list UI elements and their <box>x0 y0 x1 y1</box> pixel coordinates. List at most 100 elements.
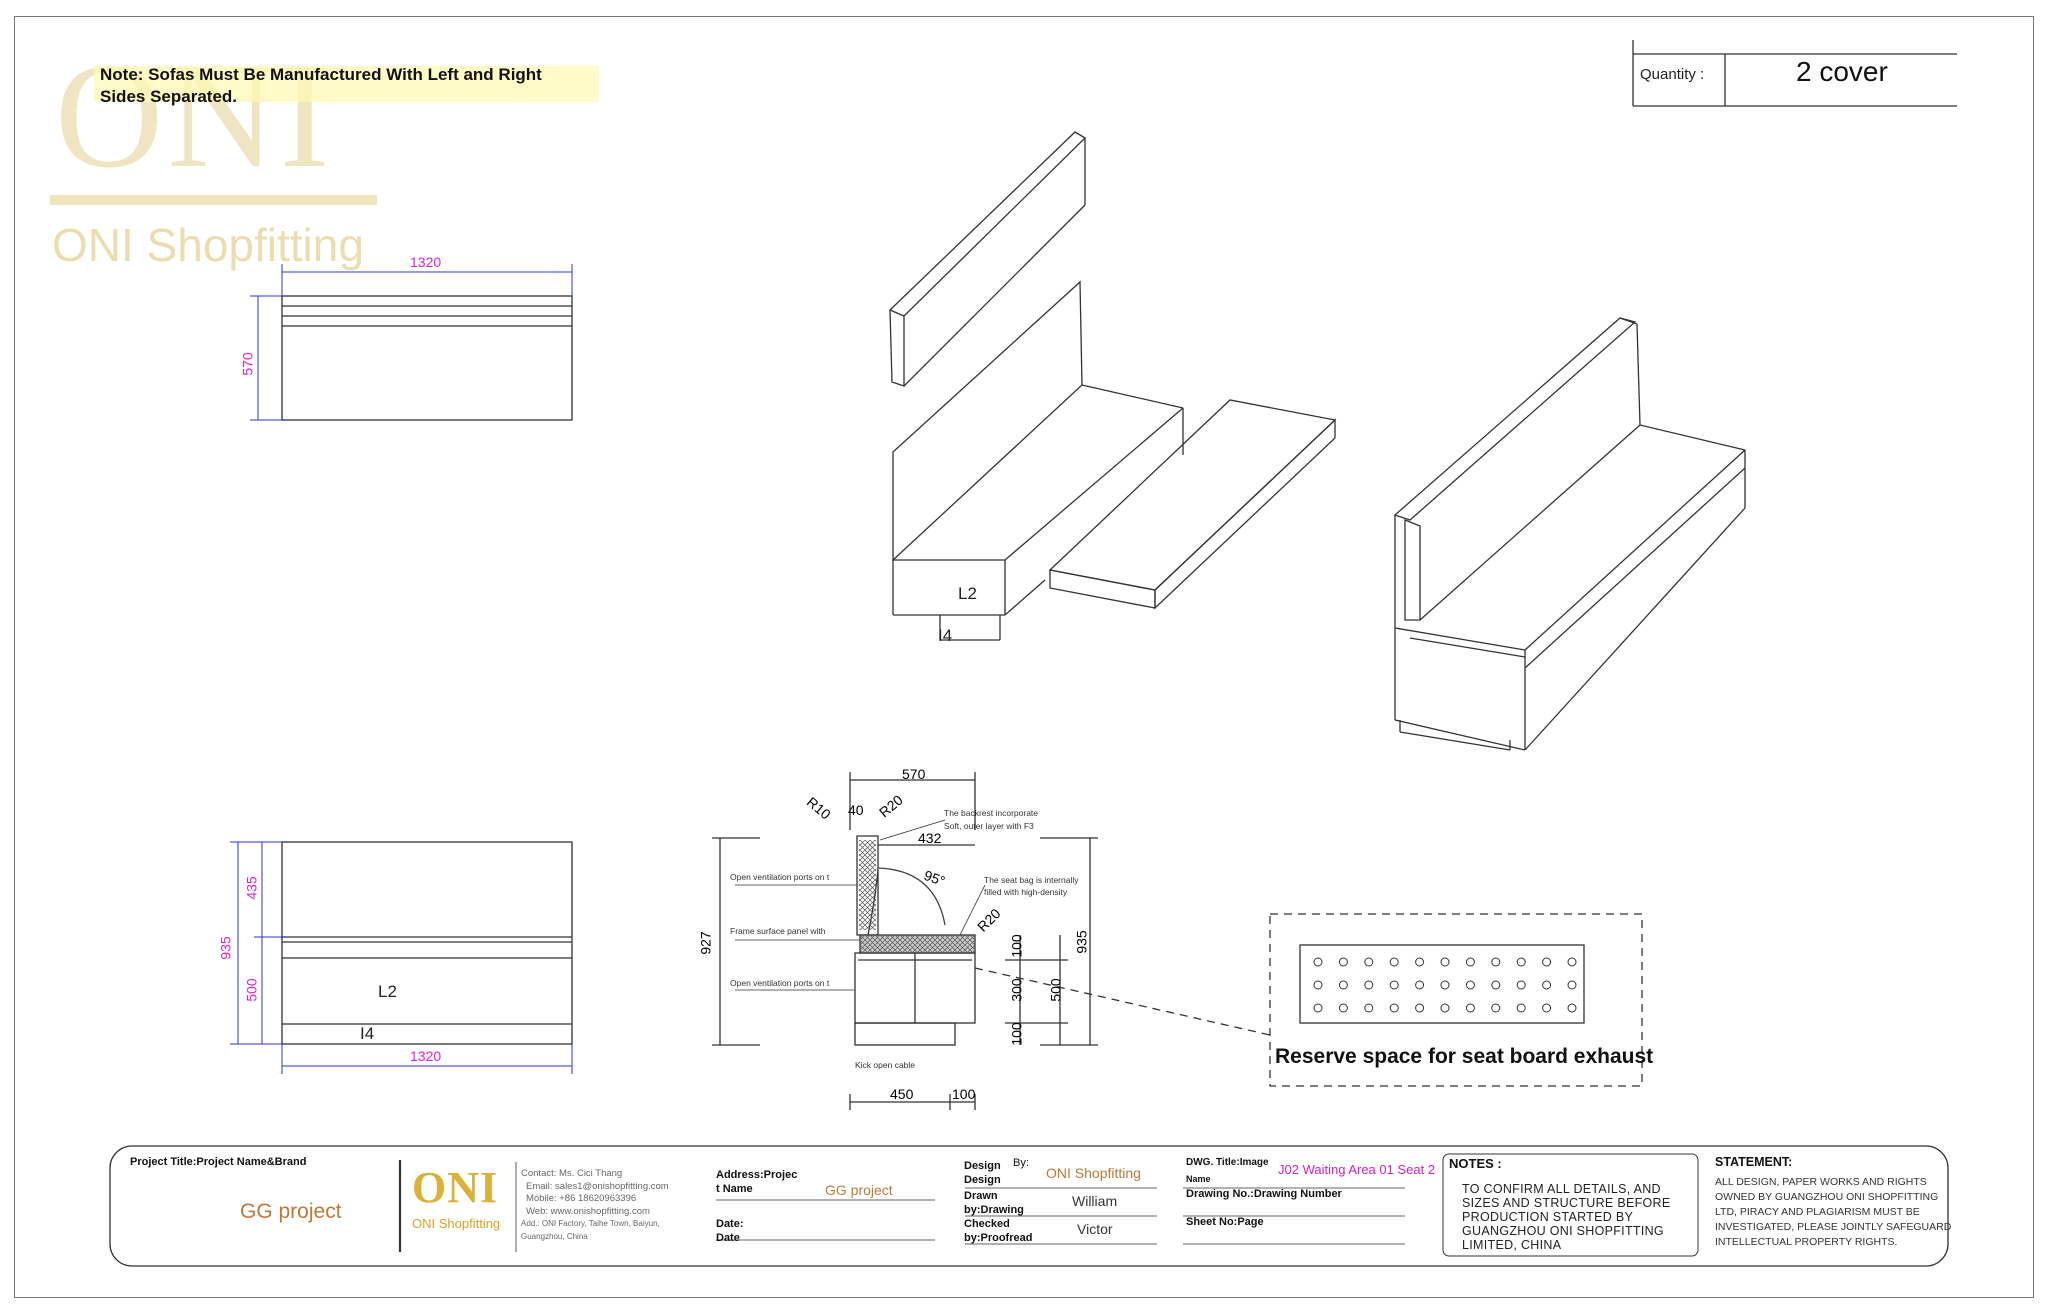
section-top-width: 570 <box>902 766 926 782</box>
front-upper-dim: 435 <box>243 876 260 900</box>
drawing-sheet-border <box>14 16 2034 1298</box>
vent-hole <box>1364 1003 1374 1013</box>
vent-hole <box>1440 1003 1450 1013</box>
section-h300: 300 <box>1008 978 1025 1002</box>
annotation-vent-1: Open ventilation ports on t <box>730 872 830 882</box>
dwg-title-label: DWG. Title:Image <box>1186 1157 1269 1168</box>
vent-hole <box>1313 1003 1323 1013</box>
address-value: GG project <box>825 1182 893 1198</box>
by-label: By: <box>1013 1157 1029 1169</box>
top-depth-dim: 570 <box>239 352 256 376</box>
front-width-dim: 1320 <box>410 1048 442 1064</box>
annotation-kick: Kick open cable <box>855 1060 916 1070</box>
annotation-backrest-2: Soft, outer layer with F3 <box>944 821 1034 831</box>
drawn-label-2: by:Drawing <box>964 1204 1024 1216</box>
manufacturing-note: Note: Sofas Must Be Manufactured With Le… <box>100 65 542 106</box>
vent-hole <box>1415 980 1425 990</box>
statement-body: ALL DESIGN, PAPER WORKS AND RIGHTS OWNED… <box>1715 1176 1952 1248</box>
front-view <box>281 841 573 1045</box>
quantity-value: 2 cover <box>1796 56 1888 87</box>
vent-hole <box>1313 957 1323 967</box>
oni-logo: ONI <box>412 1163 499 1212</box>
vent-hole <box>1389 980 1399 990</box>
vent-hole <box>1567 957 1577 967</box>
section-h500: 500 <box>1047 978 1064 1002</box>
quantity-label: Quantity : <box>1640 66 1705 83</box>
dwg-title-value: J02 Waiting Area 01 Seat 2 <box>1278 1162 1436 1177</box>
vent-hole <box>1491 1003 1501 1013</box>
vent-hole <box>1542 980 1552 990</box>
top-width-dim: 1320 <box>410 254 442 270</box>
vent-hole <box>1338 980 1348 990</box>
drawing-no-label: Drawing No.:Drawing Number <box>1186 1188 1342 1200</box>
checked-label-2: by:Proofread <box>964 1232 1033 1244</box>
checked-label: Checked <box>964 1218 1010 1230</box>
vent-plate <box>1299 944 1585 1024</box>
top-view <box>281 295 573 421</box>
watermark-name: ONI Shopfitting <box>52 219 364 271</box>
vent-hole <box>1516 980 1526 990</box>
annotation-seatbag-2: filled with high-density <box>984 887 1068 897</box>
vent-hole <box>1415 957 1425 967</box>
vent-hole <box>1542 1003 1552 1013</box>
notes-title: NOTES : <box>1449 1156 1502 1171</box>
address-label-2: t Name <box>716 1183 753 1195</box>
watermark-logo: ONI <box>55 33 334 199</box>
section-d40: 40 <box>848 802 864 818</box>
vent-hole <box>1465 1003 1475 1013</box>
annotation-backrest: The backrest incorporate <box>944 808 1039 818</box>
front-height-dim: 935 <box>217 936 234 960</box>
vent-hole <box>1440 980 1450 990</box>
iso-part-label: L2 <box>958 584 977 603</box>
vent-hole <box>1389 957 1399 967</box>
section-h100-top: 100 <box>1008 934 1025 958</box>
vent-hole <box>1542 957 1552 967</box>
exhaust-detail-box <box>1269 913 1643 1087</box>
section-w450: 450 <box>890 1086 914 1102</box>
vent-hole <box>1516 957 1526 967</box>
drawn-label: Drawn <box>964 1190 998 1202</box>
vent-hole <box>1338 1003 1348 1013</box>
front-view-dimensions <box>230 841 573 1074</box>
annotation-frame: Frame surface panel with <box>730 926 826 936</box>
vent-hole <box>1313 980 1323 990</box>
vent-hole <box>1389 1003 1399 1013</box>
sheet-no-label: Sheet No:Page <box>1186 1216 1264 1228</box>
vent-hole <box>1465 980 1475 990</box>
exhaust-leader <box>974 967 1271 1036</box>
vent-hole <box>1491 957 1501 967</box>
section-d432: 432 <box>918 830 942 846</box>
vent-hole <box>1567 1003 1577 1013</box>
vent-hole <box>1364 957 1374 967</box>
vent-hole <box>1465 957 1475 967</box>
section-w100: 100 <box>952 1086 976 1102</box>
vent-hole <box>1567 980 1577 990</box>
vent-hole <box>1338 957 1348 967</box>
project-title-label: Project Title:Project Name&Brand <box>130 1156 307 1168</box>
vent-hole <box>1415 1003 1425 1013</box>
drawn-value: William <box>1072 1193 1118 1209</box>
design-value: ONI Shopfitting <box>1046 1165 1141 1181</box>
note-highlight <box>94 66 599 102</box>
design-label-2: Design <box>964 1174 1001 1186</box>
iso-part-code: I4 <box>938 626 953 645</box>
assembled-isometric-sofa <box>1393 317 1746 751</box>
watermark-underline <box>50 195 377 205</box>
annotation-vent-2: Open ventilation ports on t <box>730 978 830 988</box>
date-label: Date: <box>716 1218 744 1230</box>
contact-info: Contact: Ms. Cici Thang Email: sales1@on… <box>521 1168 669 1241</box>
section-h927: 927 <box>697 931 714 955</box>
notes-body: TO CONFIRM ALL DETAILS, AND SIZES AND ST… <box>1462 1182 1671 1252</box>
section-hatch <box>859 840 876 930</box>
annotation-seatbag: The seat bag is internally <box>984 875 1079 885</box>
address-label: Address:Projec <box>716 1169 798 1181</box>
vent-hole <box>1491 980 1501 990</box>
front-part-code: I4 <box>360 1024 375 1043</box>
project-title-value: GG project <box>240 1200 342 1223</box>
exhaust-label: Reserve space for seat board exhaust <box>1275 1045 1654 1068</box>
checked-value: Victor <box>1077 1221 1113 1237</box>
top-view-dimensions <box>250 264 573 421</box>
statement-title: STATEMENT: <box>1715 1155 1793 1169</box>
vent-hole <box>1440 957 1450 967</box>
vent-holes <box>1313 957 1577 1013</box>
